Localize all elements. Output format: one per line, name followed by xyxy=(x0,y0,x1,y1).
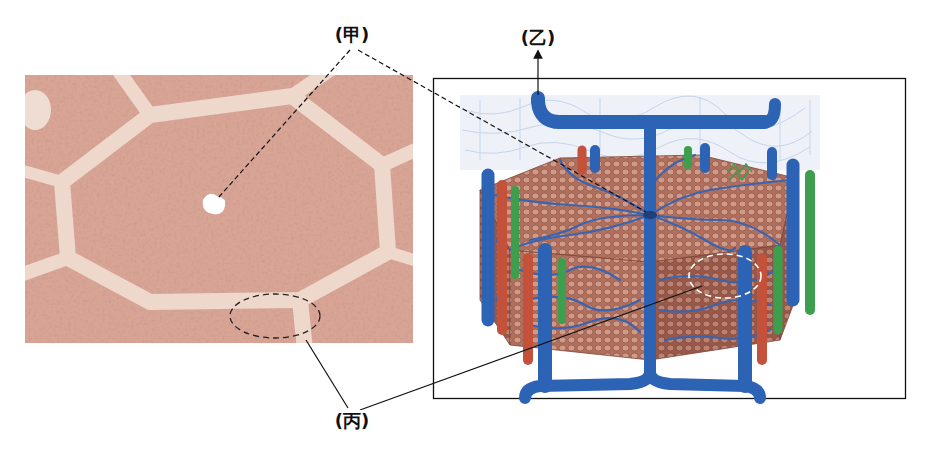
part-label: (甲) xyxy=(333,24,371,46)
leader-lines xyxy=(218,50,702,410)
part-label: (乙) xyxy=(519,27,557,49)
part-label: (丙) xyxy=(333,410,371,432)
micrograph xyxy=(25,75,413,343)
